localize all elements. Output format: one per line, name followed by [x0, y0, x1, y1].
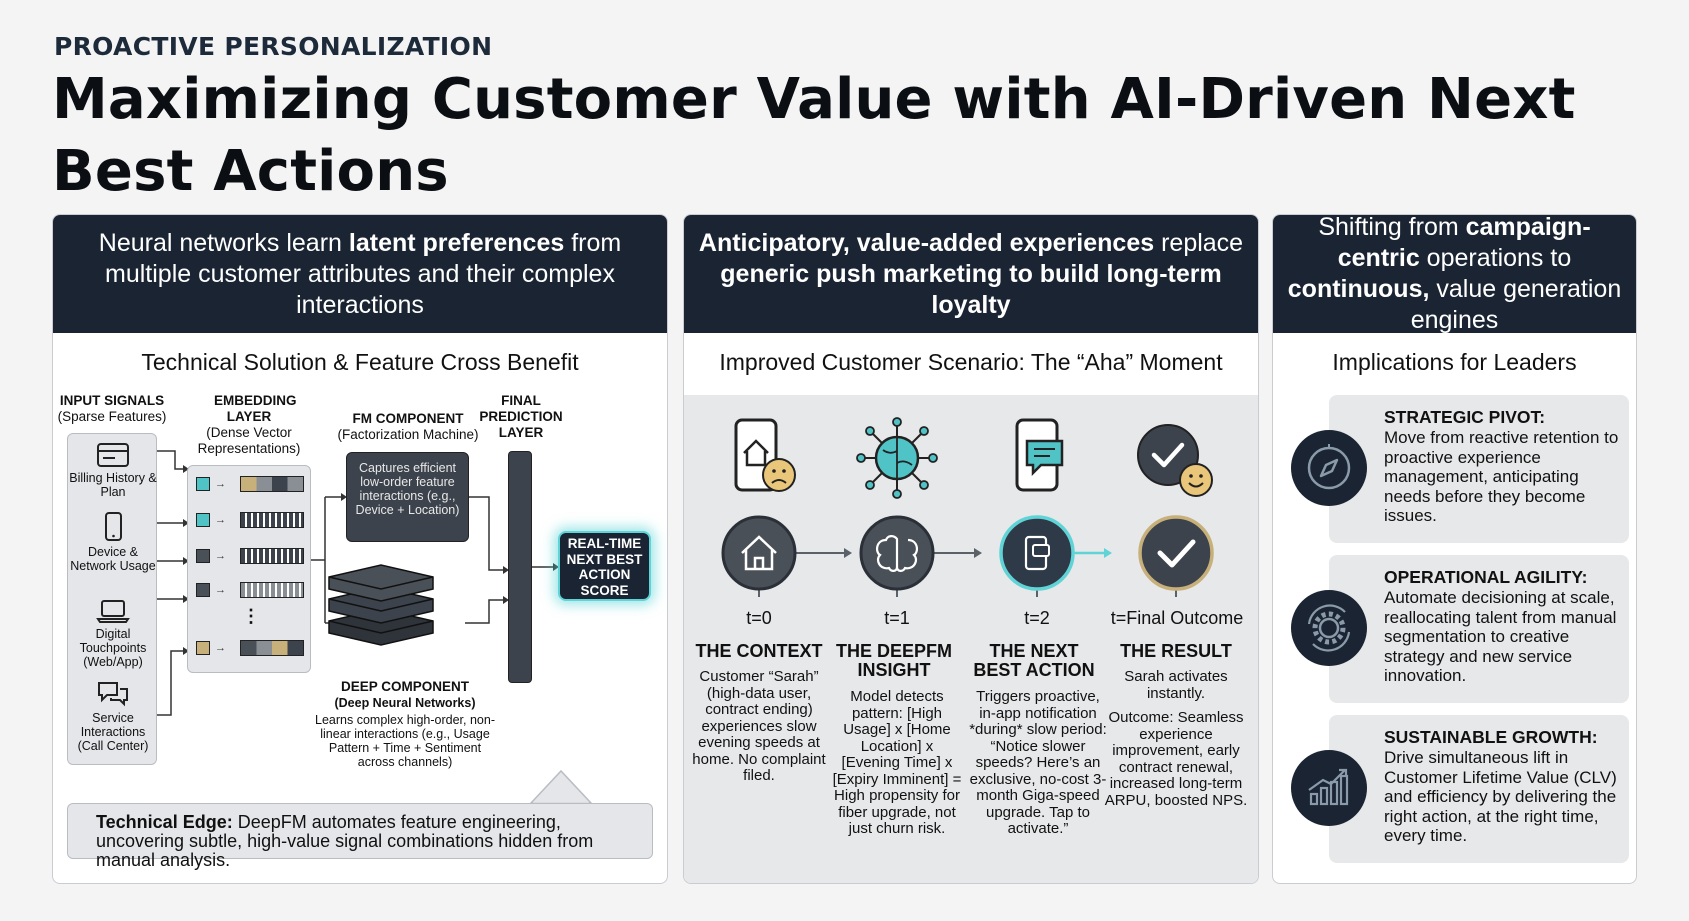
- signal-digital: Digital Touchpoints (Web/App): [68, 598, 158, 669]
- implication-card: [1329, 555, 1629, 703]
- step-title: THE RESULT: [1120, 641, 1232, 661]
- technical-edge-callout: Technical Edge: DeepFM automates feature…: [67, 803, 653, 870]
- deep-network-stack-icon: [328, 564, 434, 646]
- embedding-row: →: [196, 548, 304, 564]
- gear-cycle-icon: [1291, 590, 1367, 666]
- step-title: THE DEEPFM INSIGHT: [835, 641, 952, 680]
- embedding-row: →: [196, 640, 304, 656]
- fm-component-box: Captures efficient low-order feature int…: [346, 452, 469, 542]
- checkmark-circle-icon: [1138, 515, 1214, 591]
- input-signals-column: Billing History & Plan Device & Network …: [67, 433, 157, 765]
- deep-component-description: Learns complex high-order, non-linear in…: [315, 713, 495, 769]
- customer-scenario-panel: Anticipatory, value-added experiences re…: [683, 214, 1259, 884]
- section-title: Technical Solution & Feature Cross Benef…: [141, 349, 579, 375]
- growth-chart-icon: [1291, 750, 1367, 826]
- card-body: Automate decisioning at scale, reallocat…: [1384, 588, 1617, 685]
- neural-brain-icon: [856, 417, 938, 499]
- final-prediction-layer: [508, 451, 532, 683]
- embedding-column: → → → → ⋮ →: [187, 465, 311, 673]
- signal-billing: Billing History & Plan: [68, 442, 158, 499]
- technical-solution-panel: Neural networks learn latent preferences…: [52, 214, 668, 884]
- card-body: Drive simultaneous lift in Customer Life…: [1384, 748, 1617, 845]
- implication-card: [1329, 395, 1629, 543]
- embedding-layer-label: EMBEDDING LAYER(Dense Vector Representat…: [197, 393, 301, 456]
- embedding-row: →: [196, 512, 304, 528]
- step-body: Customer “Sarah” (high-data user, contra…: [692, 668, 826, 784]
- card-body: Move from reactive retention to proactiv…: [1384, 428, 1619, 525]
- section-title: Implications for Leaders: [1332, 349, 1577, 375]
- time-label: t=2: [1024, 608, 1050, 628]
- signal-device: Device & Network Usage: [68, 512, 158, 573]
- brain-circle-icon: [859, 515, 935, 591]
- home-circle-icon: [721, 515, 797, 591]
- time-label: t=0: [746, 608, 772, 628]
- time-label: t=Final Outcome: [1110, 608, 1244, 628]
- embedding-row: →: [196, 476, 304, 492]
- page-title: Maximizing Customer Value with AI-Driven…: [52, 67, 1576, 204]
- leader-implications-panel: Shifting from campaign-centric operation…: [1272, 214, 1637, 884]
- phone-sad-face-icon: [734, 418, 796, 492]
- step-title: THE NEXT BEST ACTION: [973, 641, 1095, 680]
- step-body: Sarah activates instantly.: [1124, 668, 1228, 702]
- step-title: THE CONTEXT: [695, 641, 823, 661]
- check-smile-icon: [1137, 424, 1213, 497]
- time-label: t=1: [884, 608, 910, 628]
- billing-icon: [97, 443, 129, 467]
- embedding-row: →: [196, 582, 304, 598]
- nba-score-box: REAL-TIME NEXT BEST ACTION SCORE: [558, 531, 651, 601]
- panel-header: Shifting from campaign-centric operation…: [1273, 215, 1636, 334]
- phone-message-icon: [1015, 418, 1064, 492]
- deep-component-label: DEEP COMPONENT(Deep Neural Networks): [334, 679, 476, 710]
- signal-service: Service Interactions (Call Center): [68, 680, 158, 753]
- step-body: Model detects pattern: [High Usage] x [H…: [832, 688, 962, 837]
- compass-icon: [1291, 430, 1367, 506]
- panel-header: Neural networks learn latent preferences…: [53, 215, 667, 333]
- card-title: STRATEGIC PIVOT:: [1384, 407, 1546, 427]
- chat-bubbles-icon: [98, 682, 128, 707]
- card-title: SUSTAINABLE GROWTH:: [1384, 727, 1598, 747]
- more-rows-dots: ⋮: [242, 606, 260, 626]
- panel-header: Anticipatory, value-added experiences re…: [684, 215, 1258, 333]
- kicker: PROACTIVE PERSONALIZATION: [54, 32, 493, 61]
- step-body: Outcome: Seamless experience improvement…: [1104, 709, 1248, 809]
- final-prediction-label: FINAL PREDICTION LAYER: [479, 393, 563, 440]
- phone-notification-circle-icon: [999, 515, 1075, 591]
- scenario-illustrations: [721, 417, 1214, 597]
- fm-component-label: FM COMPONENT(Factorization Machine): [337, 411, 479, 442]
- section-title: Improved Customer Scenario: The “Aha” Mo…: [719, 349, 1223, 375]
- card-title: OPERATIONAL AGILITY:: [1384, 567, 1588, 587]
- step-body: Triggers proactive, in-app notification …: [969, 688, 1107, 837]
- laptop-icon: [96, 600, 130, 623]
- input-signals-label: INPUT SIGNALS(Sparse Features): [57, 393, 167, 424]
- implication-card: [1329, 715, 1629, 863]
- smartphone-icon: [105, 512, 122, 541]
